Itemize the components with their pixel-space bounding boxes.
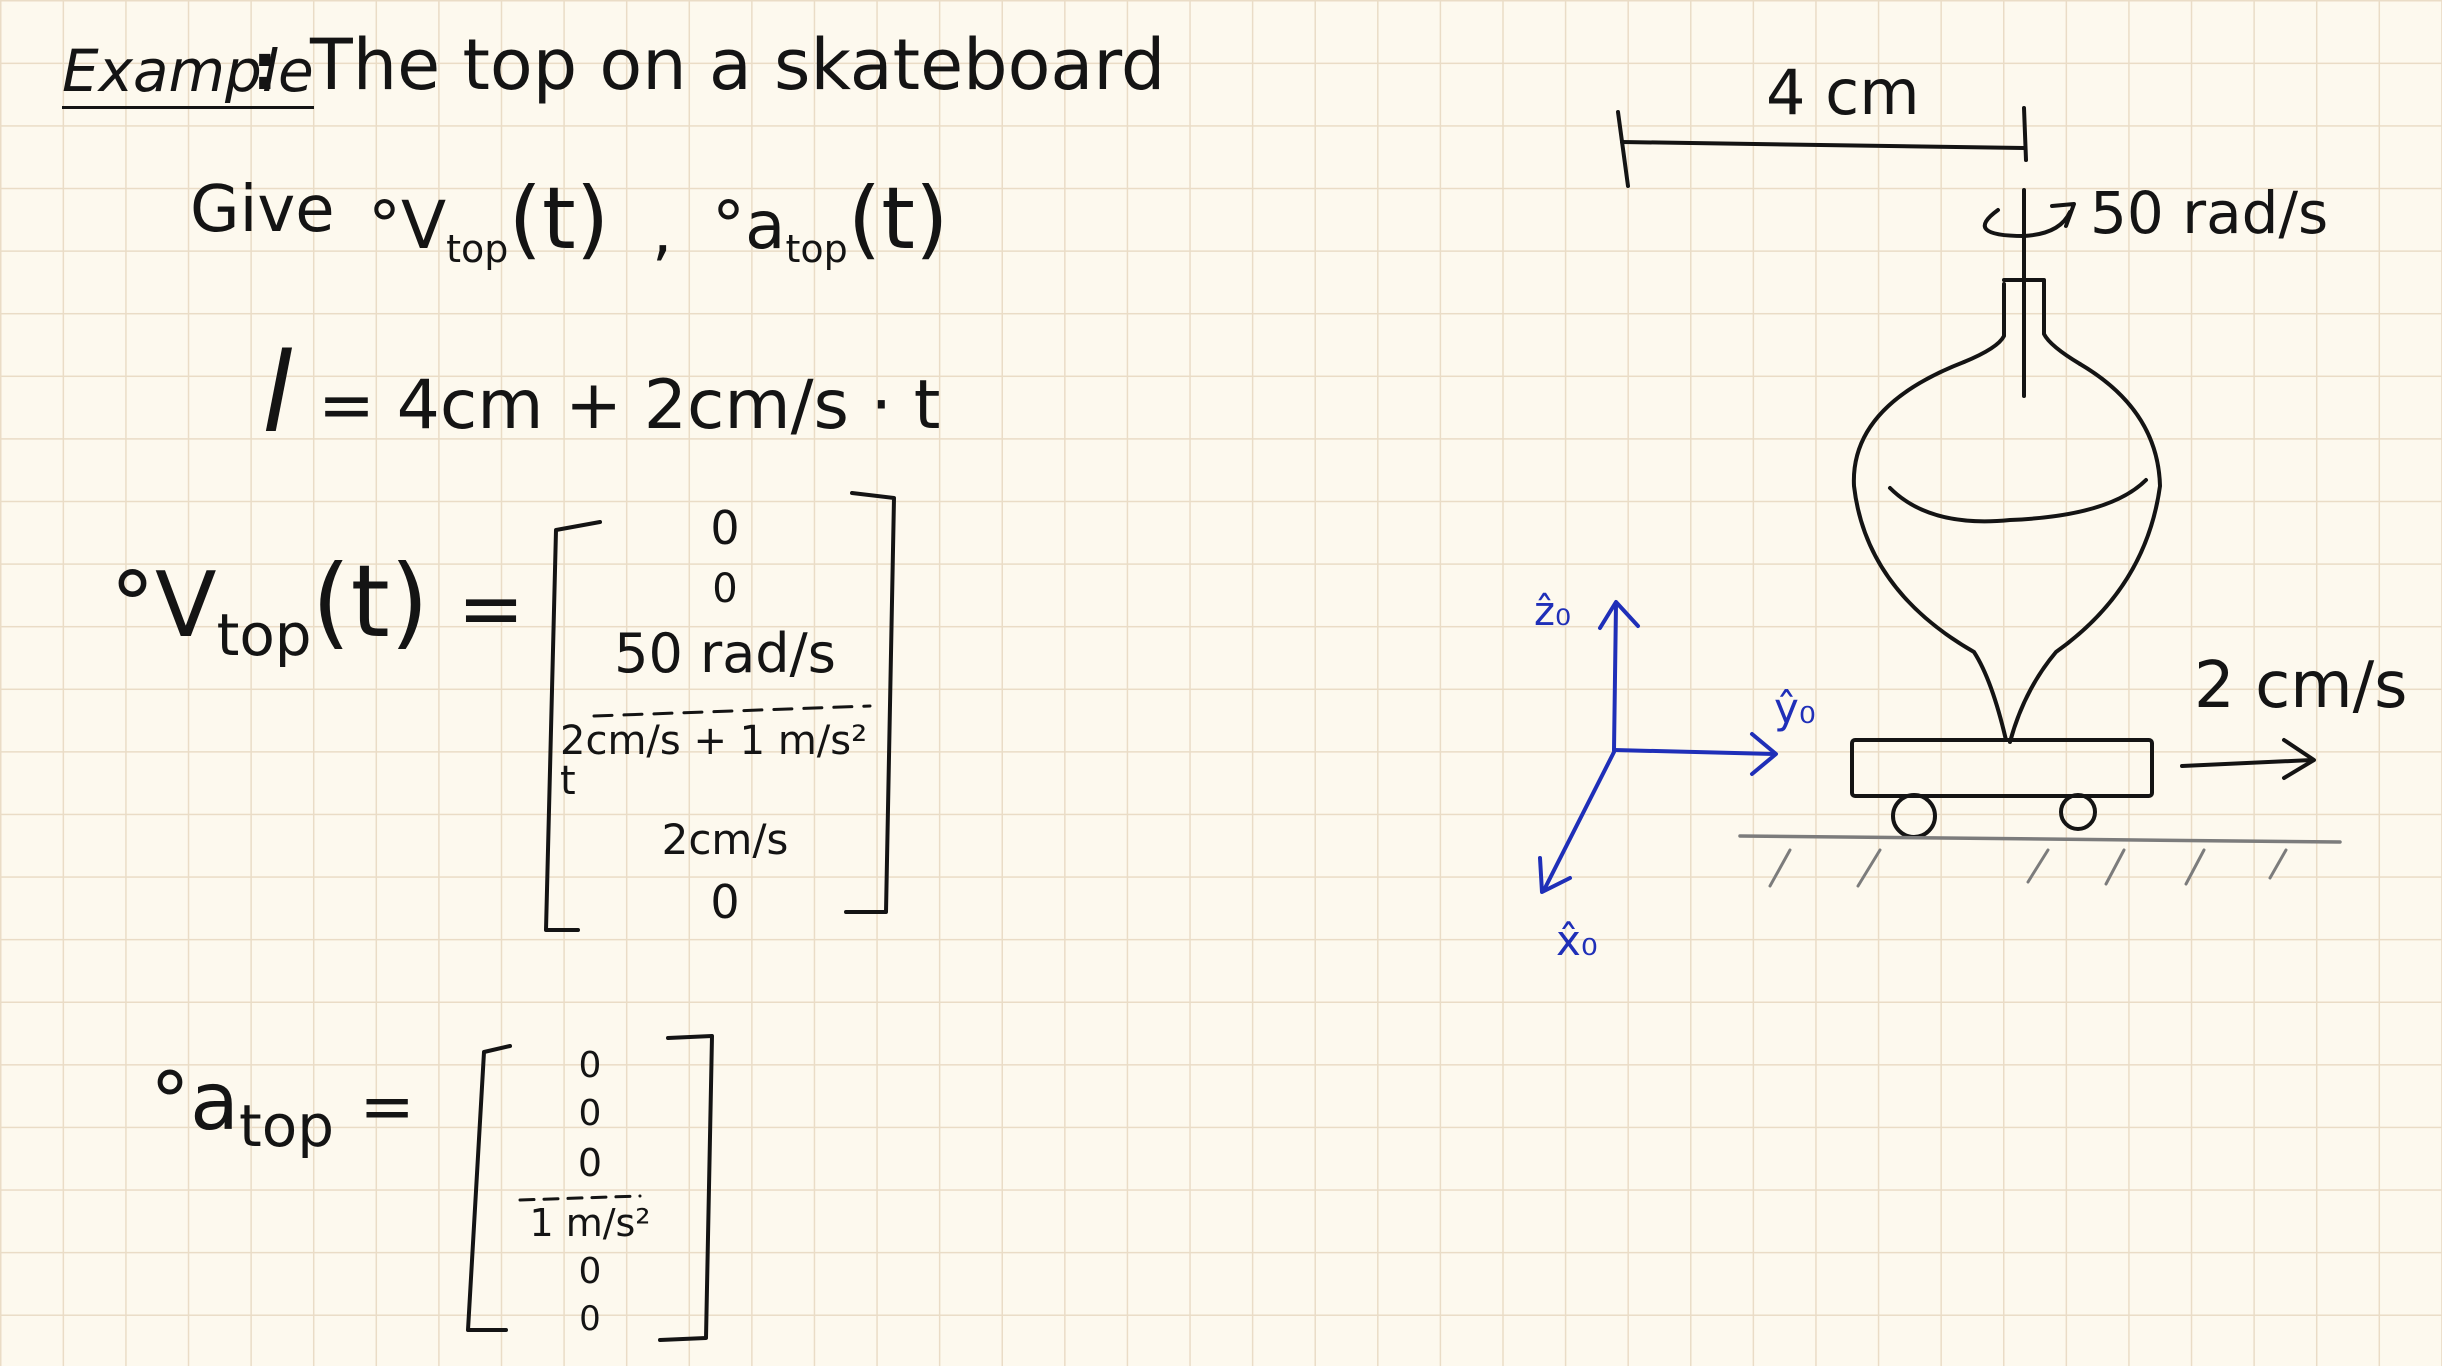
acceleration-lhs: °atop = — [150, 1062, 415, 1156]
length-lhs: l — [262, 329, 293, 457]
spin-label: 50 rad/s — [2090, 179, 2329, 247]
velocity-partition-line — [592, 704, 872, 718]
axis-z-label: ẑ₀ — [1534, 589, 1572, 635]
length-rhs: = 4cm + 2cm/s · t — [318, 366, 941, 445]
coordinate-frame — [1538, 600, 1778, 894]
prompt-acceleration: °atop(t) — [712, 176, 949, 268]
prompt-accel-arg: (t) — [847, 169, 949, 269]
skateboard-deck — [1850, 738, 2154, 798]
axis-y-head — [1750, 732, 1778, 776]
velocity-entry-4: 2cm/s + 1 m/s² t — [560, 718, 868, 804]
axis-x-label: x̂₀ — [1556, 916, 1598, 965]
prompt-give: Give — [190, 173, 335, 247]
ground-hatching — [1768, 848, 2288, 888]
acceleration-entry-5: 0 — [578, 1251, 602, 1292]
dimension-label: 4 cm — [1766, 56, 1920, 129]
dimension-right-tick — [2022, 106, 2028, 162]
rotation-arrow — [1982, 208, 2072, 238]
velocity-lhs-arg: (t) — [311, 543, 429, 660]
speed-arrow — [2180, 758, 2314, 768]
velocity-lhs-symbol: °V — [110, 553, 217, 658]
speed-label: 2 cm/s — [2194, 649, 2408, 723]
heading-title: The top on a skateboard — [310, 24, 1166, 106]
top-stem — [1962, 278, 2082, 366]
axis-y-line — [1612, 748, 1776, 756]
velocity-equals: = — [457, 562, 525, 655]
speed-arrow-head — [2282, 738, 2316, 780]
prompt-comma: , — [652, 195, 673, 269]
acceleration-partition-line — [518, 1194, 642, 1202]
acceleration-entry-6: 0 — [579, 1299, 601, 1339]
velocity-vector: 0 0 50 rad/s 2cm/s + 1 m/s² t 2cm/s 0 — [560, 505, 890, 925]
prompt-velocity-sub: top — [446, 227, 509, 272]
skateboard-wheel-rear — [1891, 793, 1937, 839]
top-rim — [1888, 478, 2148, 524]
velocity-lhs: °Vtop(t) = — [110, 552, 525, 665]
acceleration-entry-1: 0 — [578, 1045, 602, 1086]
axis-x-head — [1538, 856, 1572, 894]
heading-colon: : — [252, 31, 278, 105]
velocity-entry-1: 0 — [710, 501, 740, 555]
rotation-arrow-head — [2050, 202, 2076, 228]
acceleration-equals: = — [359, 1068, 415, 1145]
velocity-entry-6: 0 — [710, 875, 740, 929]
acceleration-left-bracket — [466, 1044, 512, 1332]
velocity-entry-2: 0 — [712, 566, 738, 612]
prompt-accel-symbol: °a — [712, 187, 786, 264]
heading-label: Example — [62, 42, 314, 109]
axis-z-head — [1598, 600, 1640, 630]
axis-x-line — [1542, 750, 1616, 892]
skateboard-wheel-front — [2059, 793, 2097, 831]
acceleration-entry-3: 0 — [577, 1141, 603, 1185]
velocity-entry-5: 2cm/s — [661, 815, 789, 864]
axis-y-label: ŷ₀ — [1774, 684, 1816, 733]
axis-z-line — [1612, 602, 1618, 752]
prompt-velocity-arg: (t) — [508, 169, 610, 269]
ground-line — [1738, 834, 2342, 844]
dimension-line — [1620, 140, 2026, 150]
top-body — [1851, 360, 2162, 744]
acceleration-entry-4: 1 m/s² — [529, 1201, 651, 1245]
velocity-right-bracket — [844, 491, 896, 914]
acceleration-entry-2: 0 — [578, 1093, 602, 1134]
acceleration-lhs-sub: top — [239, 1092, 335, 1160]
acceleration-lhs-symbol: °a — [150, 1055, 240, 1148]
acceleration-vector: 0 0 0 1 m/s² 0 0 — [490, 1045, 690, 1339]
dimension-left-tick — [1616, 110, 1630, 188]
prompt-velocity: °Vtop(t) — [368, 176, 609, 268]
prompt-accel-sub: top — [785, 227, 848, 272]
velocity-lhs-sub: top — [216, 601, 312, 669]
velocity-left-bracket — [544, 520, 602, 932]
prompt-velocity-symbol: °V — [368, 187, 447, 264]
acceleration-right-bracket — [658, 1034, 714, 1342]
velocity-entry-3: 50 rad/s — [614, 622, 836, 685]
